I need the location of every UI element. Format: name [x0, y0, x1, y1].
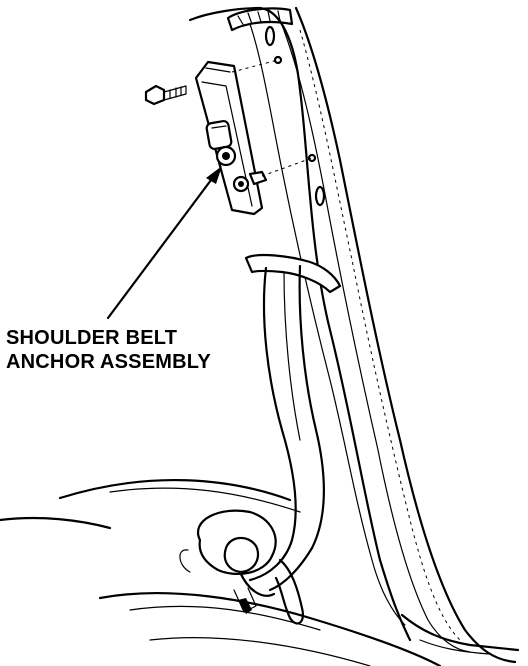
- callout-line-2: ANCHOR ASSEMBLY: [6, 351, 211, 373]
- vehicle-body-lines: [0, 478, 442, 666]
- callout-arrow: [106, 166, 222, 320]
- b-pillar-trim: [188, 6, 520, 664]
- callout-label: SHOULDER BELT ANCHOR ASSEMBLY: [6, 326, 211, 374]
- callout-line-1: SHOULDER BELT: [6, 327, 178, 349]
- seat-belt-webbing: [179, 253, 342, 625]
- anchor-assembly: [194, 60, 264, 216]
- mounting-bolts: [144, 59, 313, 186]
